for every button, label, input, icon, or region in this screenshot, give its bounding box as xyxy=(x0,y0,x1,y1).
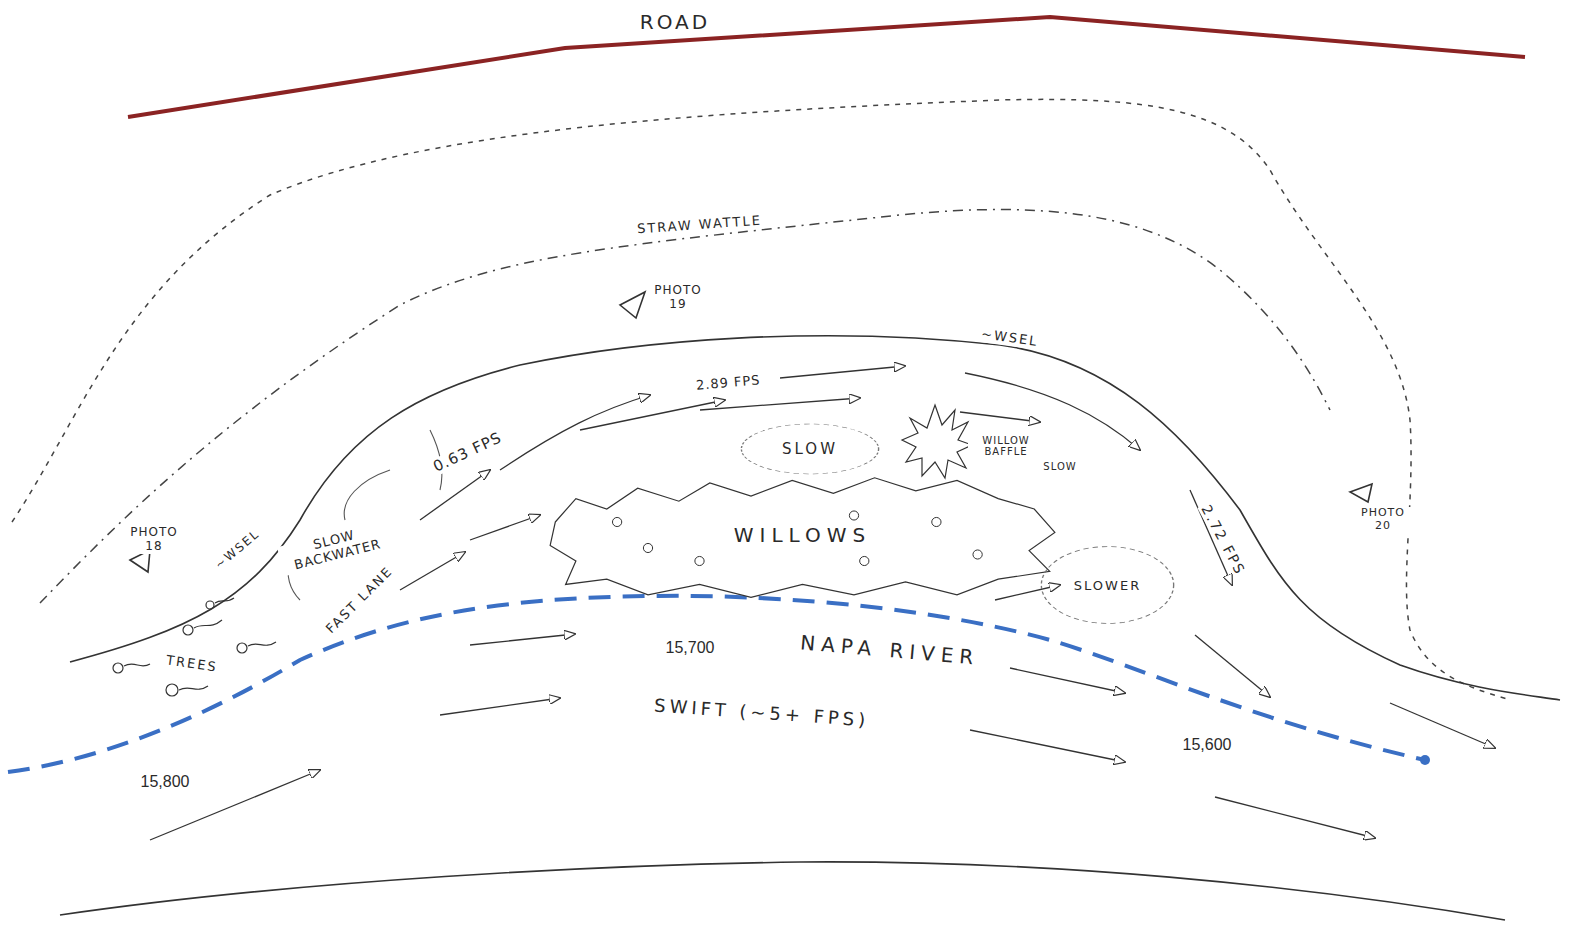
sketch-path xyxy=(902,405,972,478)
sketch-g xyxy=(113,598,276,696)
sketch-path xyxy=(12,99,1510,700)
sketch-path xyxy=(40,210,1330,603)
sketch-label: WILLOW BAFFLE xyxy=(968,435,1044,458)
sketch-path xyxy=(420,470,490,520)
sketch-label: TREES xyxy=(163,653,220,676)
tree-mark xyxy=(643,543,652,552)
sketch-circle xyxy=(166,684,178,696)
sketch-path xyxy=(344,470,390,520)
sketch-circle xyxy=(183,625,193,635)
sketch-path xyxy=(620,292,645,318)
zone-shape xyxy=(550,478,1055,598)
sketch-path xyxy=(440,698,560,715)
sketch-g xyxy=(150,366,1495,840)
tree-mark xyxy=(973,550,982,559)
sketch-label: 15,800 xyxy=(139,773,192,791)
sketch-path xyxy=(1390,703,1495,748)
tree-mark xyxy=(849,511,858,520)
sketch-label: PHOTO 18 xyxy=(124,526,184,554)
sketch-path xyxy=(8,596,1425,772)
sketch-circle xyxy=(1420,755,1430,765)
sketch-g xyxy=(288,430,442,600)
sketch-path xyxy=(179,686,208,690)
sketch-path xyxy=(960,412,1040,422)
zone-label: SLOWER xyxy=(1071,578,1144,593)
sketch-path xyxy=(780,366,905,378)
sketch-path xyxy=(970,730,1125,762)
sketch-label: SWIFT (~5+ FPS) xyxy=(652,695,872,731)
sketch-path xyxy=(470,634,575,645)
sketch-path xyxy=(248,642,276,646)
zone-shape xyxy=(1041,547,1173,624)
sketch-label: STRAW WATTLE xyxy=(635,213,765,237)
sketch-label: ~WSEL xyxy=(211,526,264,574)
sketch-label: 15,700 xyxy=(664,639,717,657)
sketch-circle xyxy=(206,601,214,609)
sketch-path xyxy=(500,395,650,470)
sketch-label: 15,600 xyxy=(1181,736,1234,754)
sketch-path xyxy=(580,400,725,430)
tree-mark xyxy=(612,517,621,526)
sketch-path xyxy=(995,585,1060,600)
zone-label: SLOW xyxy=(779,440,841,458)
sketch-path xyxy=(470,515,540,540)
sketch-path xyxy=(1010,668,1125,693)
zone-shape xyxy=(741,424,878,474)
sketch-path xyxy=(70,336,1560,700)
sketch-path xyxy=(194,620,222,628)
sketch-circle xyxy=(113,663,123,673)
sketch-path xyxy=(215,598,234,603)
sketch-label: 0.63 FPS xyxy=(429,429,506,477)
sketch-label: PHOTO 20 xyxy=(1355,507,1411,532)
sketch-label: 2.89 FPS xyxy=(693,373,763,394)
sketch-path xyxy=(700,398,860,410)
sketch-label: FAST LANE xyxy=(322,562,398,638)
tree-mark xyxy=(860,556,869,565)
sketch-path xyxy=(1350,484,1372,502)
sketch-label: ROAD xyxy=(638,11,712,34)
sketch-label: ~WSEL xyxy=(979,326,1042,349)
sketch-path xyxy=(1215,797,1375,838)
zone-label: WILLOWS xyxy=(731,523,874,547)
willow-patch: WILLOWS xyxy=(545,470,1060,600)
sketch-path xyxy=(1195,635,1270,697)
sketch-label: SLOW xyxy=(1041,461,1078,473)
slow-zone: SLOWER xyxy=(1040,545,1175,625)
sketch-polyline xyxy=(128,17,1525,117)
sketch-path xyxy=(124,664,150,666)
sketch-path xyxy=(400,552,465,590)
sketch-circle xyxy=(237,643,247,653)
slow-zone: SLOW xyxy=(740,423,880,475)
tree-mark xyxy=(932,517,941,526)
sketch-path xyxy=(60,862,1505,920)
tree-mark xyxy=(695,556,704,565)
sketch-label: NAPA RIVER xyxy=(798,631,983,670)
sketch-label: PHOTO 19 xyxy=(650,284,706,312)
sketch-g xyxy=(130,292,1372,572)
